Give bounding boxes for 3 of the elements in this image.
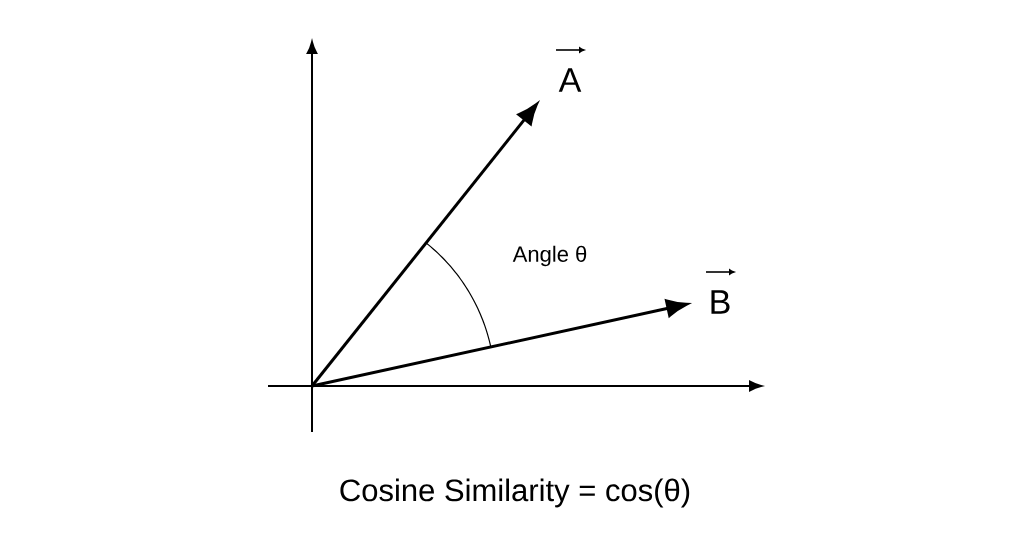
vector-label: A [558, 68, 582, 92]
vector-label: B [711, 290, 730, 314]
formula-caption: Cosine Similarity = cos(θ) [340, 478, 690, 508]
